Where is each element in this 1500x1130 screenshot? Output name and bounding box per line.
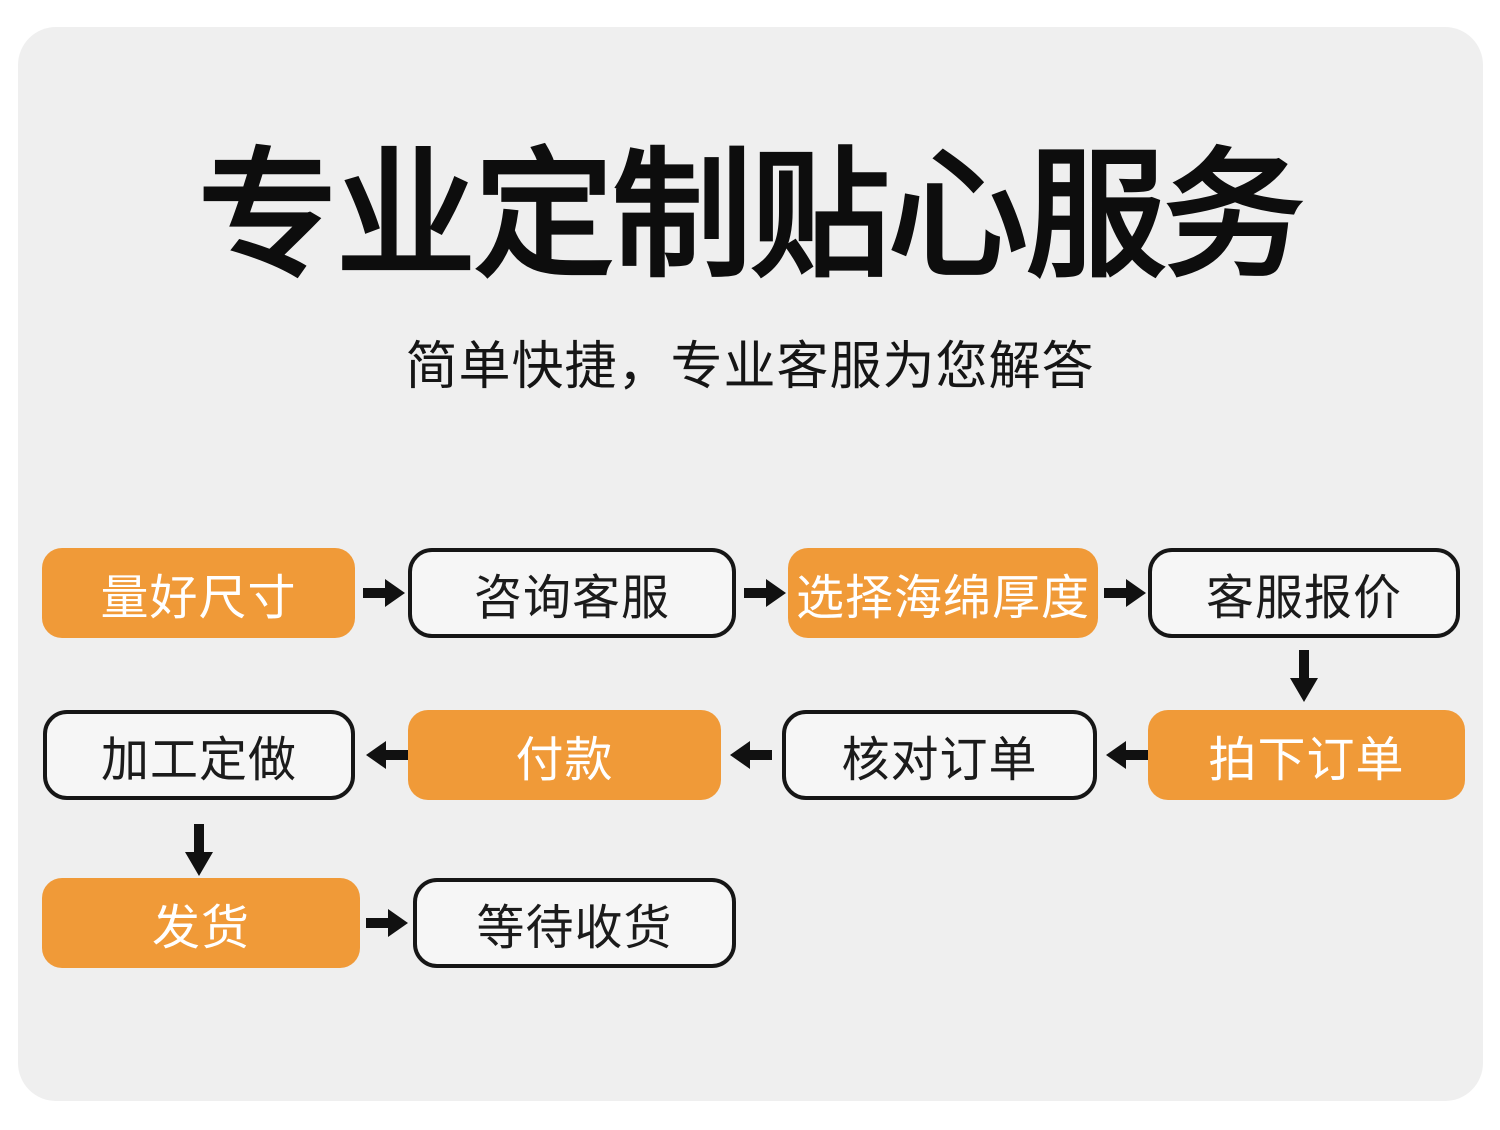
flow-step-verify-order: 核对订单 xyxy=(782,710,1097,800)
arrow-left-icon xyxy=(1106,741,1148,769)
arrow-right-icon xyxy=(363,579,405,607)
flow-step-payment: 付款 xyxy=(408,710,721,800)
arrow-down-icon xyxy=(185,824,213,876)
arrow-right-icon xyxy=(744,579,786,607)
arrow-down-icon xyxy=(1290,650,1318,702)
arrow-right-icon xyxy=(1104,579,1146,607)
banner-title: 专业定制贴心服务 xyxy=(197,137,1304,294)
flow-step-choose-sponge-thickness: 选择海绵厚度 xyxy=(788,548,1098,638)
arrow-right-icon xyxy=(366,909,408,937)
flow-step-ship-goods: 发货 xyxy=(42,878,360,968)
banner-subtitle: 简单快捷，专业客服为您解答 xyxy=(405,338,1095,396)
arrow-left-icon xyxy=(730,741,772,769)
flow-step-service-quote: 客服报价 xyxy=(1148,548,1460,638)
flow-step-place-order: 拍下订单 xyxy=(1148,710,1465,800)
flow-step-contact-service: 咨询客服 xyxy=(408,548,736,638)
flow-step-measure-size: 量好尺寸 xyxy=(42,548,355,638)
arrow-left-icon xyxy=(366,741,408,769)
flow-step-await-delivery: 等待收货 xyxy=(413,878,736,968)
flow-step-custom-processing: 加工定做 xyxy=(43,710,355,800)
